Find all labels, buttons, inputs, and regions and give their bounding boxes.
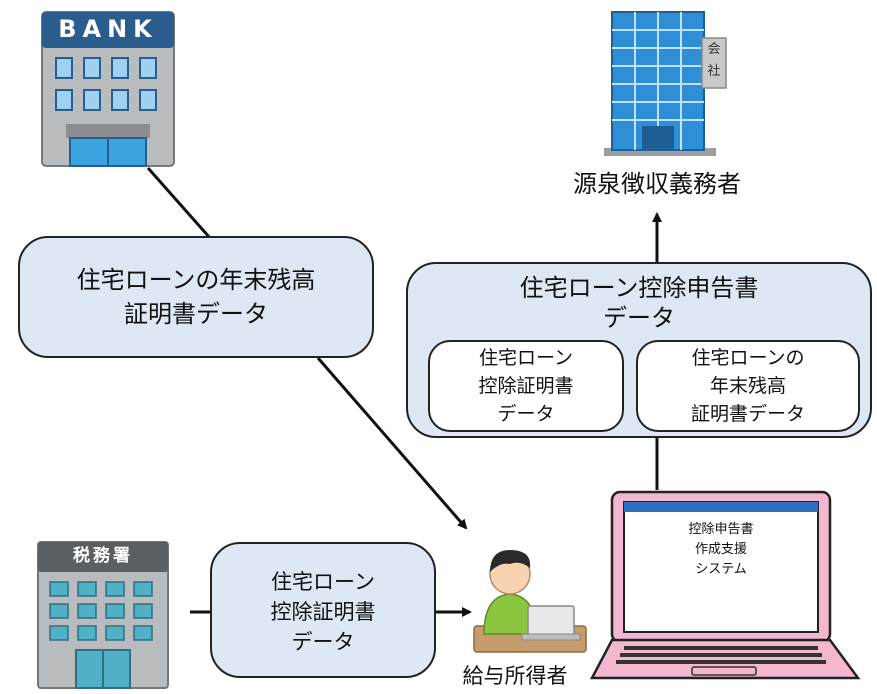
inner-left-line-1: 住宅ローン: [478, 347, 574, 369]
box-bank-certificate-data: [18, 236, 374, 358]
box-tax-line-1: 住宅ローン: [271, 570, 375, 594]
company-label: 源泉徴収義務者: [573, 170, 741, 198]
box-bank-line-2: 証明書データ: [124, 300, 268, 328]
inner-right-line-2: 年末残高: [709, 375, 786, 397]
inner-box-year-end-balance: [636, 340, 860, 432]
box-bank-line-1: 住宅ローンの年末残高: [76, 266, 316, 294]
tax-office-sign: 税務署: [73, 546, 133, 566]
laptop-screen-line-1: 控除申告書: [688, 522, 754, 537]
inner-left-line-2: 控除証明書: [478, 375, 574, 397]
tax-office-building-icon: [37, 541, 169, 689]
company-sign-char-2: 社: [707, 64, 721, 79]
person-at-laptop-icon: [473, 550, 587, 653]
company-building-icon: [604, 11, 727, 156]
laptop-icon: [590, 490, 861, 680]
box-form-line-2: データ: [603, 304, 675, 332]
box-tax-deduction-certificate-data: [210, 542, 436, 678]
person-label: 給与所得者: [462, 664, 568, 688]
company-sign-char-1: 会: [707, 42, 721, 57]
inner-box-deduction-certificate: [428, 340, 624, 432]
laptop-screen-line-2: 作成支援: [694, 542, 747, 557]
inner-right-line-3: 証明書データ: [690, 403, 805, 425]
line-bank-to-box: [146, 167, 212, 239]
inner-right-line-1: 住宅ローンの: [691, 347, 805, 369]
arrow-box-to-person: [316, 357, 468, 530]
bank-building-icon: [41, 11, 175, 167]
laptop-screen-line-3: システム: [695, 562, 747, 577]
box-form-line-1: 住宅ローン控除申告書: [519, 274, 759, 302]
box-tax-line-3: データ: [291, 630, 355, 654]
inner-left-line-3: データ: [497, 403, 555, 425]
box-tax-line-2: 控除証明書: [270, 600, 376, 624]
bank-sign: BANK: [58, 15, 158, 43]
